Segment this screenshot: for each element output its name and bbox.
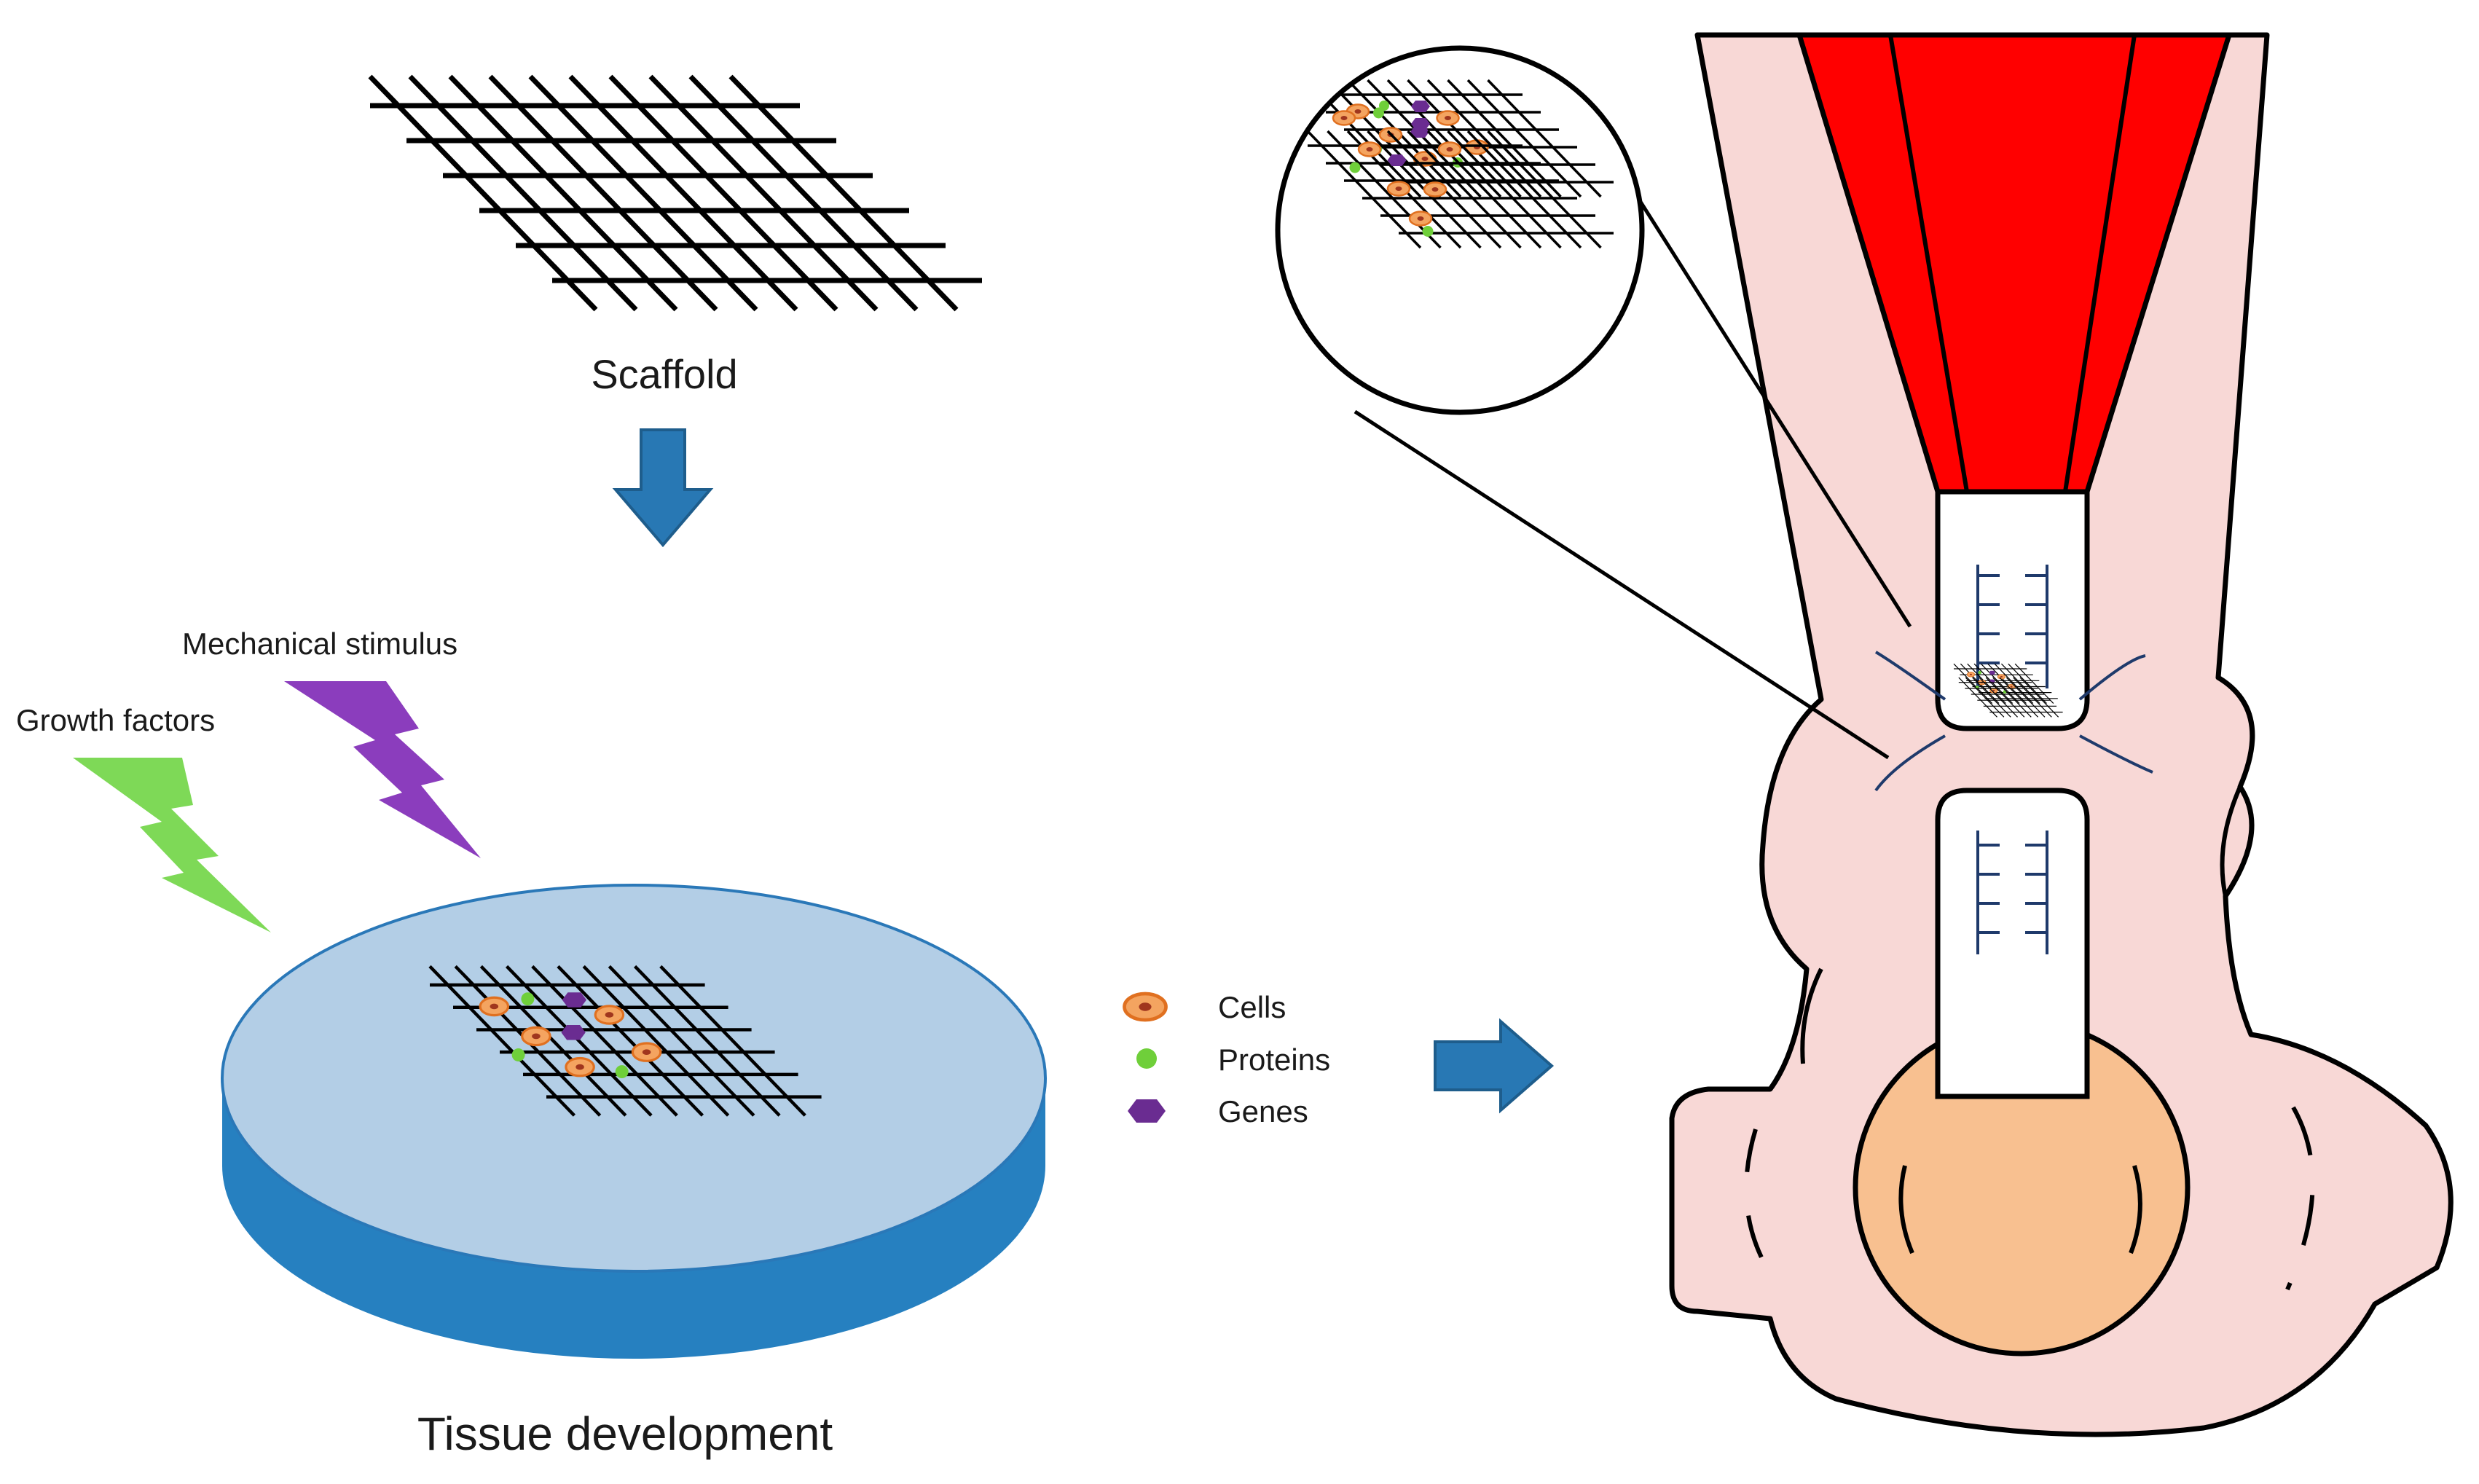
leg-illustration — [1669, 32, 2454, 1437]
legend-proteins-label: Proteins — [1218, 1043, 1330, 1077]
growth-factors-bolt-icon — [73, 758, 271, 933]
legend-cells-label: Cells — [1218, 990, 1286, 1024]
legend-gene-icon — [1128, 1099, 1166, 1123]
right-arrow-icon — [1434, 1018, 1555, 1114]
legend-cell-icon — [1125, 994, 1166, 1020]
upper-stump — [1935, 489, 2090, 731]
down-arrow-icon — [612, 428, 714, 548]
growth-factors-label: Growth factors — [16, 703, 215, 737]
tissue-development-label: Tissue development — [417, 1408, 833, 1460]
zoom-line-bottom — [1354, 409, 1890, 760]
legend-genes-label: Genes — [1218, 1094, 1308, 1128]
legend-protein-icon — [1136, 1048, 1157, 1069]
lower-stump — [1935, 788, 2090, 1099]
zoom-inset — [1275, 45, 1645, 415]
sutures — [1874, 651, 2153, 792]
legend: Cells Proteins Genes — [1125, 990, 1330, 1128]
culture-dish — [221, 884, 1047, 1359]
scaffold-mesh — [370, 76, 982, 310]
scaffold-label: Scaffold — [591, 351, 737, 397]
mechanical-stimulus-label: Mechanical stimulus — [182, 627, 457, 661]
mechanical-stimulus-bolt-icon — [284, 681, 481, 858]
leg-skin — [1669, 32, 2454, 1437]
